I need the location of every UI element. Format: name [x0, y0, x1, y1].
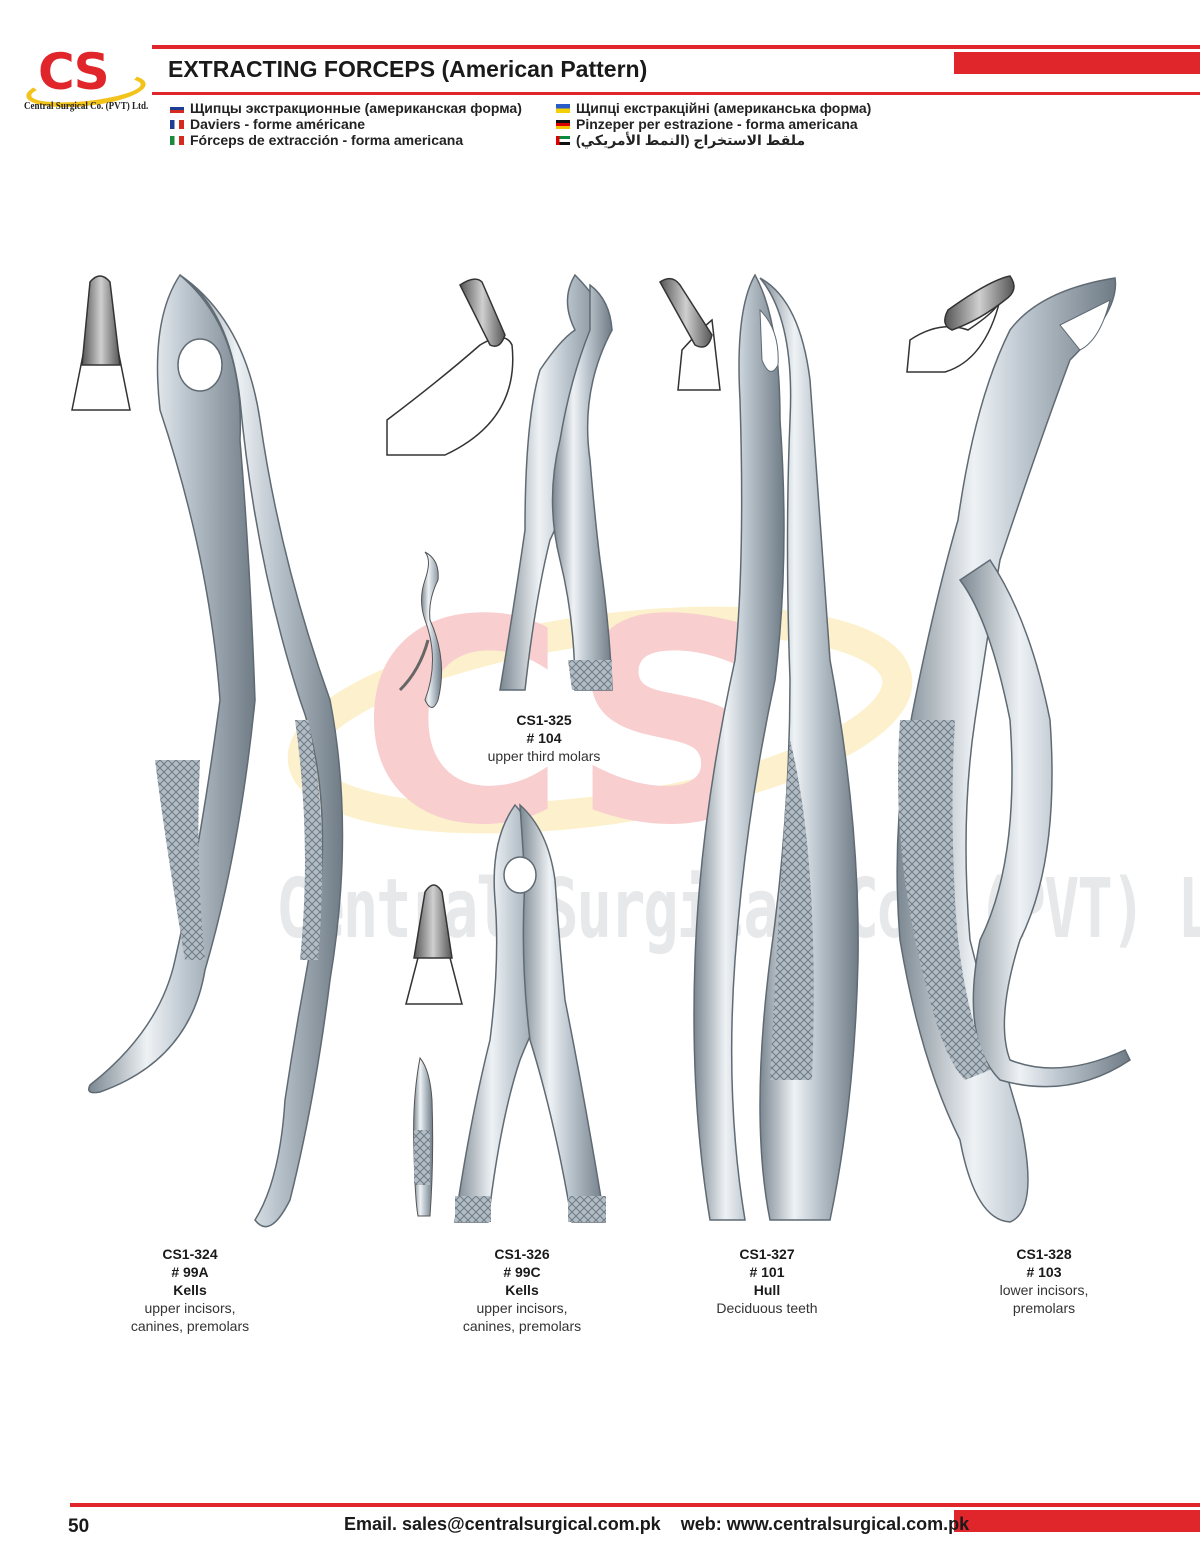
product-desc: Deciduous teeth	[716, 1300, 818, 1316]
product-desc: upper third molars	[487, 748, 601, 764]
product-code: CS1-326	[494, 1246, 550, 1262]
tip-diagram-cs1-328	[906, 275, 1015, 373]
product-number: # 99A	[171, 1264, 209, 1280]
product-number: # 101	[749, 1264, 785, 1280]
translation-fr: Daviers - forme américane	[170, 116, 522, 132]
product-label-cs1-327: CS1-327 # 101 Hull Deciduous teeth	[687, 1245, 847, 1317]
translations-right: Щипці екстракційні (американська форма) …	[556, 100, 871, 149]
product-desc: upper incisors,	[476, 1300, 568, 1316]
footer-contact: Email. sales@centralsurgical.com.pk web:…	[344, 1514, 970, 1534]
forceps-cs1-325	[499, 273, 613, 691]
translation-it: Fórceps de extracción - forma americana	[170, 132, 522, 148]
product-number: # 104	[526, 730, 562, 746]
product-code: CS1-325	[516, 712, 572, 728]
tip-diagram-cs1-324	[71, 275, 131, 411]
page-title: EXTRACTING FORCEPS (American Pattern)	[168, 56, 648, 82]
forceps-cs1-326	[454, 803, 606, 1223]
translations-left: Щипцы экстракционные (американская форма…	[170, 100, 522, 148]
tip-diagram-cs1-326	[405, 884, 463, 1005]
product-name: Kells	[505, 1282, 539, 1298]
product-number: # 103	[1026, 1264, 1062, 1280]
product-desc: upper incisors,	[144, 1300, 236, 1316]
product-label-cs1-325: CS1-325 # 104 upper third molars	[464, 711, 624, 765]
product-code: CS1-328	[1016, 1246, 1072, 1262]
translation-de: Pinzeper per estrazione - forma american…	[556, 116, 871, 132]
footer-rule	[70, 1503, 1200, 1507]
product-label-cs1-324: CS1-324 # 99A Kells upper incisors, cani…	[110, 1245, 270, 1335]
product-desc: lower incisors,	[999, 1282, 1089, 1298]
translation-ua: Щипці екстракційні (американська форма)	[556, 100, 871, 116]
tip-diagram-cs1-327	[659, 277, 721, 391]
tip-diagram-cs1-325	[386, 278, 514, 456]
product-label-cs1-328: CS1-328 # 103 lower incisors, premolars	[964, 1245, 1124, 1317]
translation-ar: ملقط الاستخراج (النمط الأمريكي)	[556, 132, 871, 149]
mini-forceps-cs1-325	[398, 551, 443, 708]
product-desc: premolars	[1012, 1300, 1076, 1316]
product-number: # 99C	[503, 1264, 541, 1280]
product-name: Hull	[753, 1282, 781, 1298]
mini-forceps-cs1-326	[413, 1056, 434, 1217]
flag-italy-icon	[170, 135, 184, 145]
flag-uae-icon	[556, 136, 570, 145]
company-logo: CS Central Surgical Co. (PVT) Ltd.	[24, 44, 152, 124]
flag-ukraine-icon	[556, 103, 570, 113]
footer-accent-bar	[954, 1510, 1200, 1532]
translation-ru: Щипцы экстракционные (американская форма…	[170, 100, 522, 116]
page-number: 50	[68, 1516, 90, 1537]
product-name: Kells	[173, 1282, 207, 1298]
forceps-cs1-327	[693, 273, 859, 1221]
header-rule-top	[152, 45, 1200, 49]
forceps-cs1-328	[896, 277, 1131, 1223]
product-code: CS1-324	[162, 1246, 218, 1262]
forceps-cs1-324	[88, 273, 344, 1228]
header-rule-bottom	[152, 92, 1200, 95]
product-code: CS1-327	[739, 1246, 795, 1262]
header-accent-bar	[954, 52, 1200, 74]
logo-mark: CS	[38, 43, 110, 101]
product-desc: canines, premolars	[462, 1318, 582, 1334]
flag-germany-icon	[556, 119, 570, 129]
flag-france-icon	[170, 119, 184, 129]
logo-company-name: Central Surgical Co. (PVT) Ltd.	[24, 100, 149, 112]
product-desc: canines, premolars	[130, 1318, 250, 1334]
product-label-cs1-326: CS1-326 # 99C Kells upper incisors, cani…	[442, 1245, 602, 1335]
flag-russia-icon	[170, 103, 184, 113]
